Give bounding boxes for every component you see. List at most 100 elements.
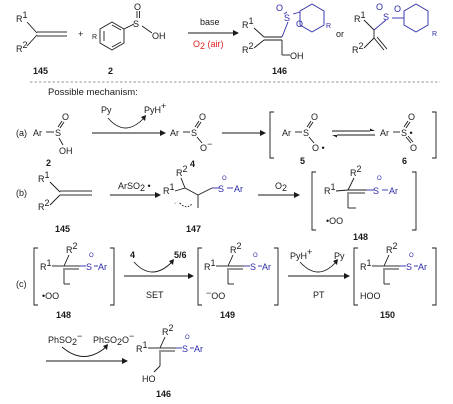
- substituent-r1: R1: [16, 10, 28, 24]
- i147-oxygen: O: [222, 176, 227, 182]
- d-phso2-anion: PhSO2−: [48, 331, 82, 347]
- p1-r2: R2: [242, 41, 254, 55]
- p1-r1: R1: [242, 16, 254, 30]
- p1-aryl-r: R: [326, 23, 331, 30]
- oxygen-o: O: [134, 2, 141, 12]
- label-b-148: 148: [353, 232, 368, 242]
- i149-r2: R2: [230, 241, 242, 255]
- mechanism-title: Possible mechanism:: [48, 87, 138, 98]
- c148-r1: R1: [40, 258, 52, 272]
- p2-r1: R1: [354, 10, 366, 24]
- i148-sulfur: S: [373, 186, 379, 196]
- sulfur-s: S: [133, 19, 139, 29]
- label-a-2: 2: [46, 158, 51, 168]
- a-pyridine: Py: [101, 105, 112, 115]
- i150-hydroperoxide: HOO: [360, 291, 381, 301]
- b-r1: R1: [38, 170, 50, 184]
- label-2: 2: [108, 66, 113, 76]
- a-oxygen: O: [62, 112, 69, 122]
- i148-oxygen: O: [377, 176, 382, 182]
- i148-aryl: Ar: [389, 186, 398, 196]
- label-149: 149: [220, 310, 235, 320]
- i5-aryl: Ar: [282, 128, 291, 138]
- i150-sulfur: S: [406, 262, 412, 272]
- p2-r2: R2: [352, 41, 364, 55]
- a-sulfur: S: [55, 128, 61, 138]
- p1-oxygen-top: O: [276, 3, 283, 13]
- step-b-tag: (b): [16, 188, 27, 198]
- i5-sulfur: S: [303, 128, 309, 138]
- i4-aryl: Ar: [170, 128, 179, 138]
- i6-oxygen-2: O: [410, 143, 417, 153]
- p1-sulfur: S: [284, 13, 290, 23]
- c148-sulfur: S: [86, 262, 92, 272]
- i147-radical-dots: · ·: [174, 200, 181, 207]
- i6-oxygen-1: O: [408, 112, 415, 122]
- i147-r1: R1: [163, 182, 175, 196]
- d-sulfur: S: [182, 344, 188, 354]
- i4-sulfur: S: [191, 128, 197, 138]
- substituent-r2: R2: [16, 40, 28, 54]
- d-hydroxyl: HO: [142, 374, 156, 384]
- a-aryl: Ar: [33, 128, 42, 138]
- label-a-5: 5: [300, 156, 305, 166]
- i150-r2: R2: [386, 241, 398, 255]
- c-pyridinium: PyH+: [290, 247, 312, 261]
- label-150: 150: [380, 310, 395, 320]
- aryl-r: R: [92, 34, 97, 41]
- label-c-148: 148: [56, 310, 71, 320]
- or-text: or: [336, 29, 344, 39]
- p1-oxygen-mid: O: [296, 19, 303, 29]
- condition-base: base: [200, 17, 220, 27]
- i147-r2: R2: [176, 164, 188, 178]
- label-146: 146: [272, 66, 287, 76]
- d-r1: R1: [136, 340, 148, 354]
- i148-r1: R1: [324, 182, 336, 196]
- i150-oxygen: O: [409, 253, 414, 259]
- b-reagent: ArSO2 •: [118, 181, 151, 193]
- i6-sulfur: S •: [401, 128, 413, 138]
- hydroxyl-oh: OH: [152, 31, 166, 41]
- i149-aryl: Ar: [262, 262, 271, 272]
- c148-r2: R2: [66, 241, 78, 255]
- b-oxygen: O2: [275, 181, 287, 193]
- mechanism-step-final: PhSO2− PhSO2O− R2 R1 HO S O Ar 146: [46, 323, 203, 399]
- c-label-56: 5/6: [174, 250, 187, 260]
- p2-sulfur: S: [383, 12, 389, 22]
- mechanism-step-a: (a) Ar S O OH 2 Py PyH+ Ar S O O− 4 Ar: [16, 101, 437, 169]
- i4-oxygen: O: [199, 112, 206, 122]
- i149-sulfur: S: [250, 262, 256, 272]
- mechanism-step-c: (c) R2 R1 •OO S O Ar 148 4 5/6 SET R2 R1: [16, 241, 437, 320]
- c148-peroxy: •OO: [42, 291, 59, 301]
- i149-peroxide: −OO: [206, 288, 225, 301]
- i5-oxygen: O: [311, 112, 318, 122]
- i147-sulfur: S: [218, 184, 224, 194]
- label-a-4: 4: [190, 159, 195, 169]
- p2-oxygen-1: O: [376, 2, 383, 12]
- step-a-tag: (a): [16, 128, 27, 138]
- i149-r1: R1: [204, 258, 216, 272]
- step-c-tag: (c): [16, 279, 27, 289]
- d-r2: R2: [162, 323, 174, 337]
- c-pyridine: Py: [334, 251, 345, 261]
- i148-peroxy: •OO: [326, 216, 343, 226]
- c148-aryl: Ar: [98, 262, 107, 272]
- label-147: 147: [186, 224, 201, 234]
- plus-sign: +: [78, 29, 83, 39]
- d-aryl: Ar: [194, 344, 203, 354]
- label-a-6: 6: [402, 156, 407, 166]
- i4-oxygen-minus: O−: [200, 139, 212, 153]
- label-d-146: 146: [156, 389, 171, 399]
- p1-hydroxyl: OH: [290, 51, 304, 61]
- d-phso2o-anion: PhSO2O−: [93, 331, 134, 347]
- p2-aryl-r: R: [432, 31, 437, 38]
- c-label-4: 4: [130, 250, 135, 260]
- i148-r2: R2: [350, 164, 362, 178]
- condition-o2: O2 (air): [193, 39, 224, 51]
- i5-oxygen-radical: O •: [312, 143, 325, 153]
- a-pyridinium: PyH+: [144, 101, 166, 115]
- top-reaction: R1 R2 145 + R S O OH 2 base O2 (air) R1 …: [16, 2, 437, 76]
- a-hydroxyl: OH: [59, 146, 73, 156]
- c-pt: PT: [313, 290, 325, 300]
